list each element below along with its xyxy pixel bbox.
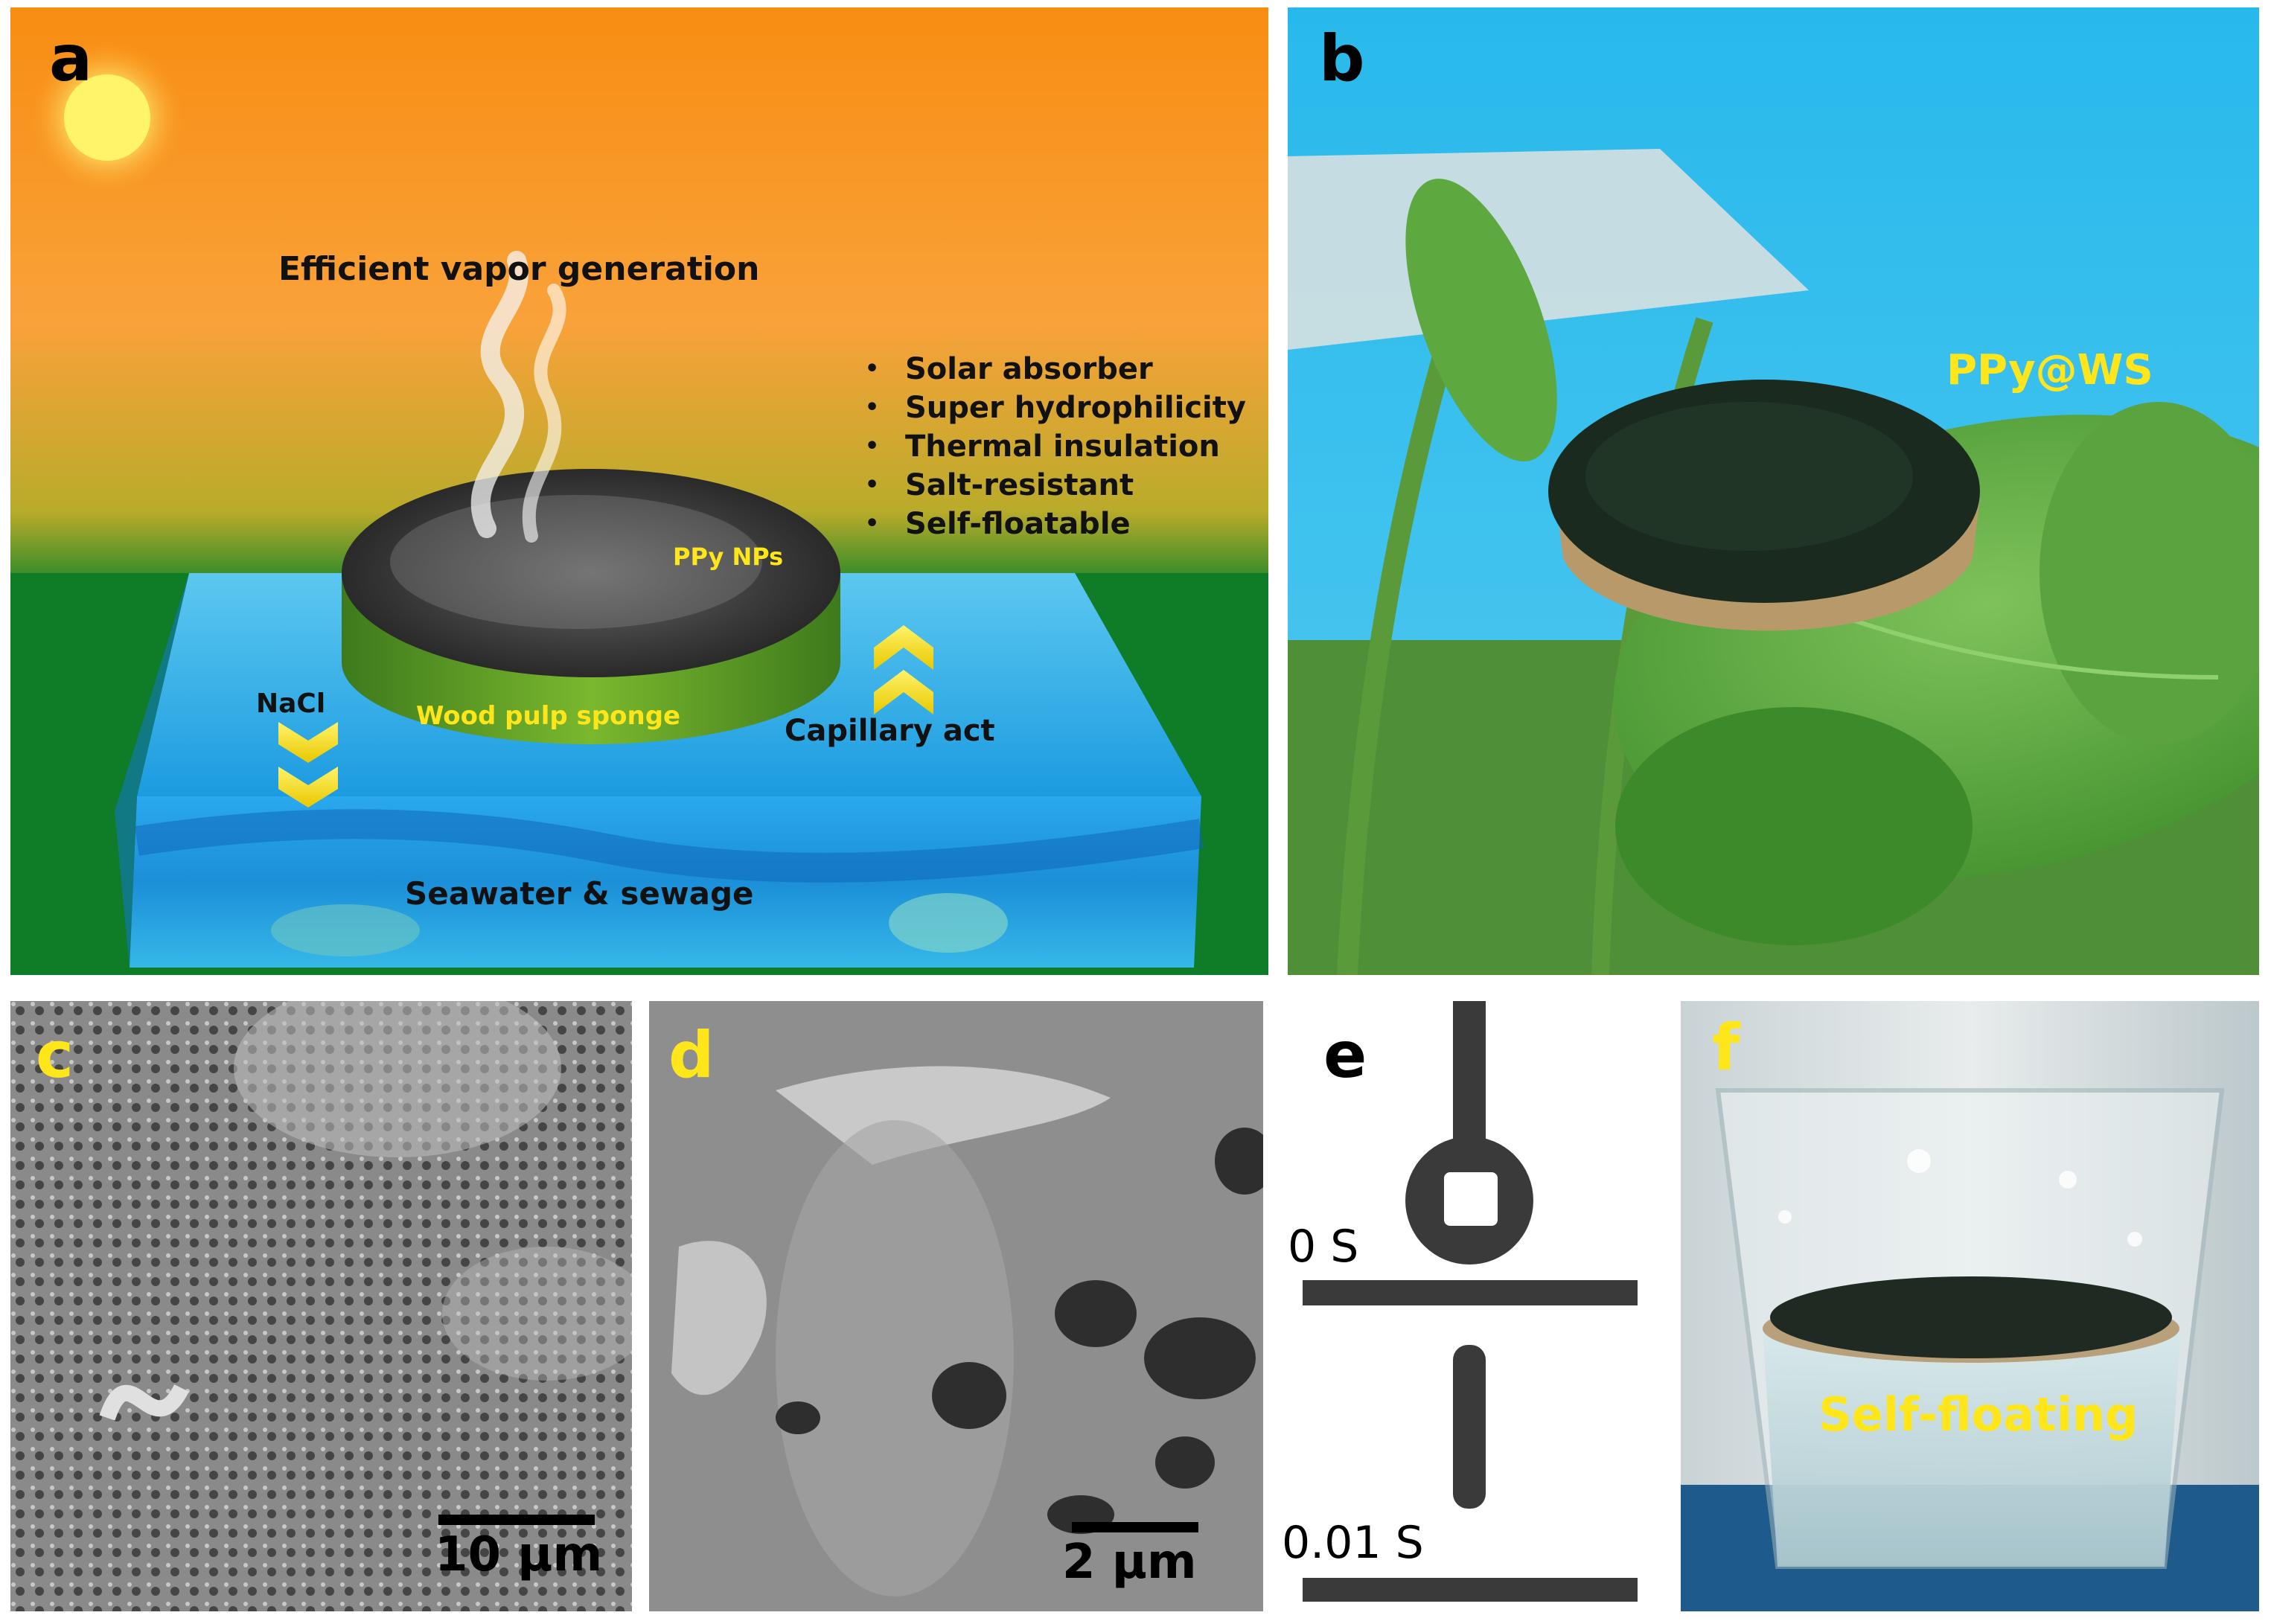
sem-image-high-magnification (649, 1001, 1263, 1611)
feature-item: Super hydrophilicity (865, 389, 1246, 427)
panel-e: e 0 S 0.01 S (1282, 1001, 1661, 1611)
water-contact-angle-sequence (1303, 1001, 1638, 1602)
particle-cluster (671, 1241, 767, 1396)
ppy-nanoparticle-layer (342, 469, 840, 677)
panel-c: c 10 μm (10, 1001, 632, 1611)
panel-letter-a: a (49, 22, 93, 96)
feature-item: Self-floatable (865, 505, 1246, 543)
sem-image-low-magnification (10, 1001, 632, 1611)
sample-surface (1303, 1280, 1638, 1305)
panel-b: b PPy@WS (1288, 7, 2259, 975)
syringe-needle (1453, 1345, 1486, 1509)
vapor-generation-title: Efficient vapor generation (278, 250, 760, 288)
scale-bar-label: 2 μm (1062, 1535, 1197, 1590)
pore (1155, 1436, 1215, 1489)
sponge-texture (1585, 402, 1913, 551)
ridge-feature (776, 1120, 1014, 1596)
panel-f: f Self-floating (1681, 1001, 2259, 1611)
ppy-ws-on-leaf-photo (1288, 7, 2259, 975)
time-label-initial: 0 S (1288, 1221, 1359, 1273)
panel-letter-d: d (668, 1018, 715, 1093)
vapor-plume (522, 284, 566, 543)
feature-item: Solar absorber (865, 350, 1246, 389)
droplet-highlight (1444, 1172, 1498, 1226)
bright-region (442, 1247, 632, 1381)
salt-arrow-icon (278, 722, 338, 808)
water-drop (1778, 1210, 1792, 1224)
sample-surface (1303, 1578, 1638, 1602)
capillary-label: Capillary act (785, 714, 995, 748)
seawater-label: Seawater & sewage (405, 875, 754, 912)
wood-pulp-sponge-label: Wood pulp sponge (416, 701, 681, 731)
panel-letter-e: e (1323, 1018, 1367, 1093)
leaf (1405, 179, 1557, 461)
water-in-beaker (1763, 1329, 2181, 1567)
panel-letter-c: c (36, 1018, 74, 1093)
water-drop (2127, 1232, 2142, 1247)
water-wave (135, 809, 1204, 883)
fiber-feature (99, 1384, 189, 1421)
scale-bar (438, 1515, 595, 1525)
vapor-plume (470, 251, 528, 538)
pore (776, 1401, 820, 1434)
syringe-needle (1453, 1001, 1486, 1150)
water-side-face (115, 573, 189, 968)
pore (1144, 1317, 1256, 1399)
self-floating-label: Self-floating (1818, 1387, 2139, 1442)
self-floating-beaker-photo (1681, 1001, 2259, 1611)
coral-shape (271, 904, 420, 956)
panel-letter-b: b (1319, 22, 1365, 96)
panel-a: a Efficient vapor generation Solar absor… (10, 7, 1268, 975)
bright-region (234, 1001, 561, 1157)
pore (932, 1362, 1006, 1429)
panel-letter-f: f (1712, 1011, 1740, 1085)
feature-item: Thermal insulation (865, 427, 1246, 466)
feature-item: Salt-resistant (865, 466, 1246, 505)
water-drop (2059, 1171, 2077, 1189)
pore (1215, 1128, 1263, 1195)
feature-list: Solar absorber Super hydrophilicity Ther… (865, 350, 1246, 543)
ppy-ws-label: PPy@WS (1946, 346, 2153, 394)
leaf (2040, 402, 2259, 744)
coral-shape (889, 893, 1008, 953)
time-label-final: 0.01 S (1282, 1517, 1424, 1569)
pore (1055, 1280, 1137, 1347)
nacl-label: NaCl (256, 688, 326, 719)
scale-bar-label: 10 μm (435, 1527, 603, 1582)
ppy-nps-label: PPy NPs (673, 543, 784, 571)
panel-d: d 2 μm (649, 1001, 1263, 1611)
sun-core (64, 74, 150, 161)
solar-evaporation-illustration (10, 7, 1268, 975)
leaf (1615, 707, 1973, 945)
floating-ppy-ws-sponge (1770, 1276, 2172, 1358)
capillary-arrow-icon (874, 625, 933, 715)
scale-bar (1072, 1522, 1198, 1532)
water-drop (1907, 1149, 1931, 1173)
